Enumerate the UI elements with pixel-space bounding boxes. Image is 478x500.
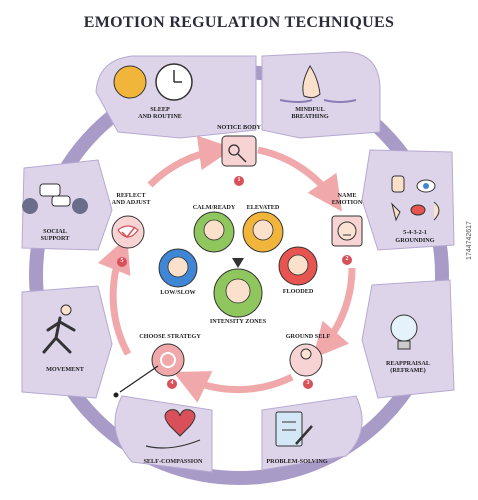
breathing-icon bbox=[279, 65, 357, 103]
step-1-icon bbox=[221, 135, 257, 167]
reappraisal-icon bbox=[390, 314, 418, 350]
watermark-id: 1744742617 bbox=[466, 221, 473, 260]
grounding-icon bbox=[391, 175, 440, 222]
step-3-icon bbox=[289, 343, 323, 377]
label-grounding: GROUNDING bbox=[395, 237, 435, 244]
step-4-icon bbox=[113, 343, 185, 398]
zone-center-face bbox=[213, 258, 263, 318]
step-3-number: 3 bbox=[306, 380, 310, 386]
panel-breathing bbox=[261, 51, 381, 139]
step-5-number: 5 bbox=[120, 258, 124, 264]
panel-grounding bbox=[361, 149, 455, 251]
zone-flooded-label: FLOODED bbox=[282, 288, 314, 295]
self-compassion-icon bbox=[145, 409, 201, 449]
step-4-badge bbox=[167, 379, 177, 389]
panel-movement bbox=[21, 285, 113, 399]
label-movement: MOVEMENT bbox=[46, 366, 84, 373]
zone-calm-face bbox=[193, 211, 235, 253]
label-problem-solving: PROBLEM-SOLVING bbox=[266, 458, 328, 465]
step-2-icon bbox=[331, 215, 363, 247]
step-1-label: NOTICE BODY bbox=[217, 124, 261, 131]
zone-calm-label: CALM/READY bbox=[192, 204, 236, 211]
label-grounding-code: 5-4-3-2-1 bbox=[403, 229, 427, 236]
step-2-label: NAME EMOTION bbox=[331, 192, 363, 207]
cycle-arrow-3 bbox=[173, 371, 294, 403]
sleep-icon bbox=[113, 63, 193, 101]
step-2-number: 2 bbox=[345, 256, 349, 262]
step-5-icon bbox=[111, 215, 145, 249]
step-4-number: 4 bbox=[170, 380, 174, 386]
step-5-badge bbox=[117, 257, 127, 267]
label-self-compassion: SELF-COMPASSION bbox=[143, 458, 203, 465]
zone-elevated-face bbox=[242, 211, 284, 253]
zone-elevated-label: ELEVATED bbox=[246, 204, 280, 211]
step-3-label: GROUND SELF bbox=[285, 333, 331, 340]
step-4-label: CHOOSE STRATEGY bbox=[139, 333, 201, 340]
cycle-arrow-2 bbox=[312, 267, 356, 359]
zone-flooded-face bbox=[278, 246, 318, 286]
step-1-number: 1 bbox=[237, 177, 241, 183]
label-reappraisal: REAPPRAISAL (REFRAME) bbox=[385, 360, 430, 375]
movement-icon bbox=[42, 304, 76, 354]
step-1-badge bbox=[234, 176, 244, 186]
social-icon bbox=[22, 183, 88, 214]
zone-center-label: INTENSITY ZONES bbox=[209, 318, 267, 325]
zone-low-face bbox=[158, 248, 198, 288]
label-social: SOCIAL SUPPORT bbox=[40, 228, 70, 243]
step-2-badge bbox=[342, 255, 352, 265]
page-title: EMOTION REGULATION TECHNIQUES bbox=[83, 14, 395, 31]
cycle-arrow-5 bbox=[147, 135, 234, 188]
label-sleep: SLEEP AND ROUTINE bbox=[138, 106, 182, 121]
step-5-label: REFLECT AND ADJUST bbox=[111, 192, 151, 207]
problem-solving-icon bbox=[275, 411, 313, 447]
label-breathing: MINDFUL BREATHING bbox=[291, 106, 329, 121]
zone-low-label: LOW/SLOW bbox=[160, 289, 196, 296]
cycle-arrow-1 bbox=[257, 146, 342, 212]
step-3-badge bbox=[303, 379, 313, 389]
